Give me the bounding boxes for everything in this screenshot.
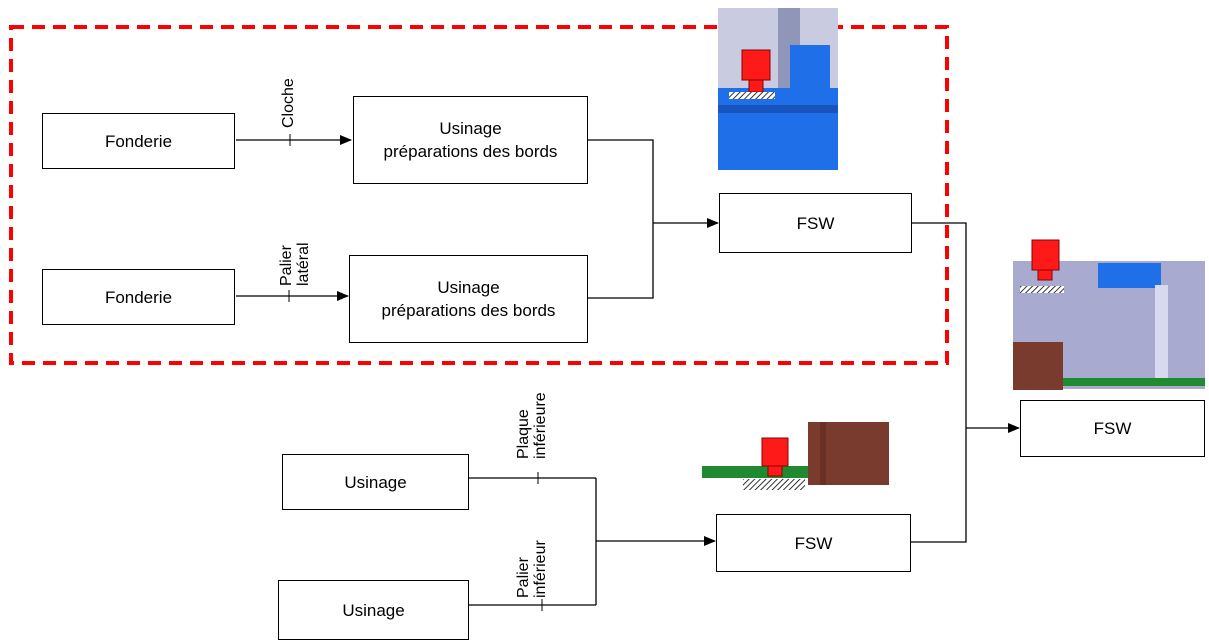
fonderie-label-1: Fonderie: [104, 131, 173, 151]
dashed-frame: [9, 25, 949, 365]
usinage-bords-line1: Usinage: [439, 119, 502, 138]
fsw-label-2: FSW: [794, 533, 833, 553]
fsw-box-3: FSW: [1020, 400, 1205, 457]
label-cloche: Cloche: [280, 78, 297, 128]
label-palier-inferieur: Palier inférieur: [515, 540, 549, 598]
connector-fsw-final: [911, 222, 967, 543]
fsw-box-1: FSW: [719, 193, 912, 253]
usinage-box-1: Usinage: [282, 454, 469, 510]
weld-illustration-top: [718, 8, 838, 170]
fonderie-box-2: Fonderie: [42, 269, 235, 325]
usinage-bords-box-1: Usinage préparations des bords: [353, 96, 588, 184]
fsw-box-2: FSW: [716, 514, 911, 572]
usinage-bords-line2: préparations des bords: [381, 301, 556, 320]
fsw-label-3: FSW: [1093, 419, 1132, 438]
usinage-label-1: Usinage: [344, 472, 407, 492]
weld-illustration-bottom: [702, 422, 889, 490]
usinage-bords-line1: Usinage: [437, 278, 500, 297]
label-palier-lateral: Palier latéral: [278, 242, 312, 286]
fonderie-label-2: Fonderie: [104, 287, 173, 307]
connector-usinage-fsw1: [588, 139, 654, 299]
usinage-label-2: Usinage: [342, 600, 405, 620]
fonderie-box-1: Fonderie: [42, 113, 235, 169]
usinage-bords-box-2: Usinage préparations des bords: [349, 255, 588, 343]
weld-illustration-right: [1013, 239, 1205, 390]
label-plaque-inferieure: Plaque inférieure: [515, 392, 549, 459]
usinage-bords-line2: préparations des bords: [383, 142, 558, 161]
usinage-box-2: Usinage: [278, 580, 469, 640]
fsw-label-1: FSW: [796, 213, 835, 233]
